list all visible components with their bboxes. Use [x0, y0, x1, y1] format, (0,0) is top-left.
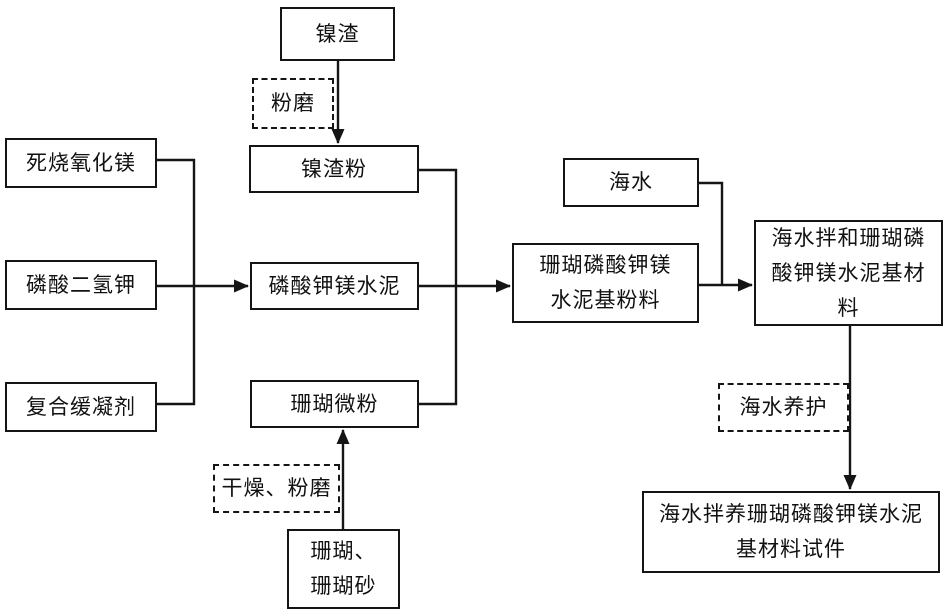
node-nickel-slag: 镍渣 [280, 7, 395, 61]
node-coral-micropowder: 珊瑚微粉 [250, 380, 419, 428]
node-coral-mkpc-base-powder: 珊瑚磷酸钾镁 水泥基粉料 [512, 243, 699, 323]
node-final-specimen: 海水拌养珊瑚磷酸钾镁水泥 基材料试件 [642, 491, 940, 573]
node-magnesium-potassium-phosphate-cement: 磷酸钾镁水泥 [250, 262, 419, 310]
node-seawater: 海水 [563, 158, 699, 207]
node-dead-burned-magnesia: 死烧氧化镁 [5, 138, 157, 188]
node-nickel-slag-powder: 镍渣粉 [249, 145, 419, 193]
connector-left-bus [157, 158, 196, 406]
process-label-grinding: 粉磨 [252, 78, 334, 129]
node-coral-and-coral-sand: 珊瑚、 珊瑚砂 [287, 529, 400, 609]
process-label-drying-grinding: 干燥、粉磨 [213, 464, 340, 513]
node-seawater-mixed-material: 海水拌和珊瑚磷 酸钾镁水泥基材 料 [754, 220, 943, 326]
connector-seawater-to-mix [699, 181, 724, 284]
node-composite-retarder: 复合缓凝剂 [5, 382, 157, 432]
process-label-seawater-curing: 海水养护 [718, 383, 849, 432]
node-potassium-dihydrogen-phosphate: 磷酸二氢钾 [5, 260, 157, 310]
